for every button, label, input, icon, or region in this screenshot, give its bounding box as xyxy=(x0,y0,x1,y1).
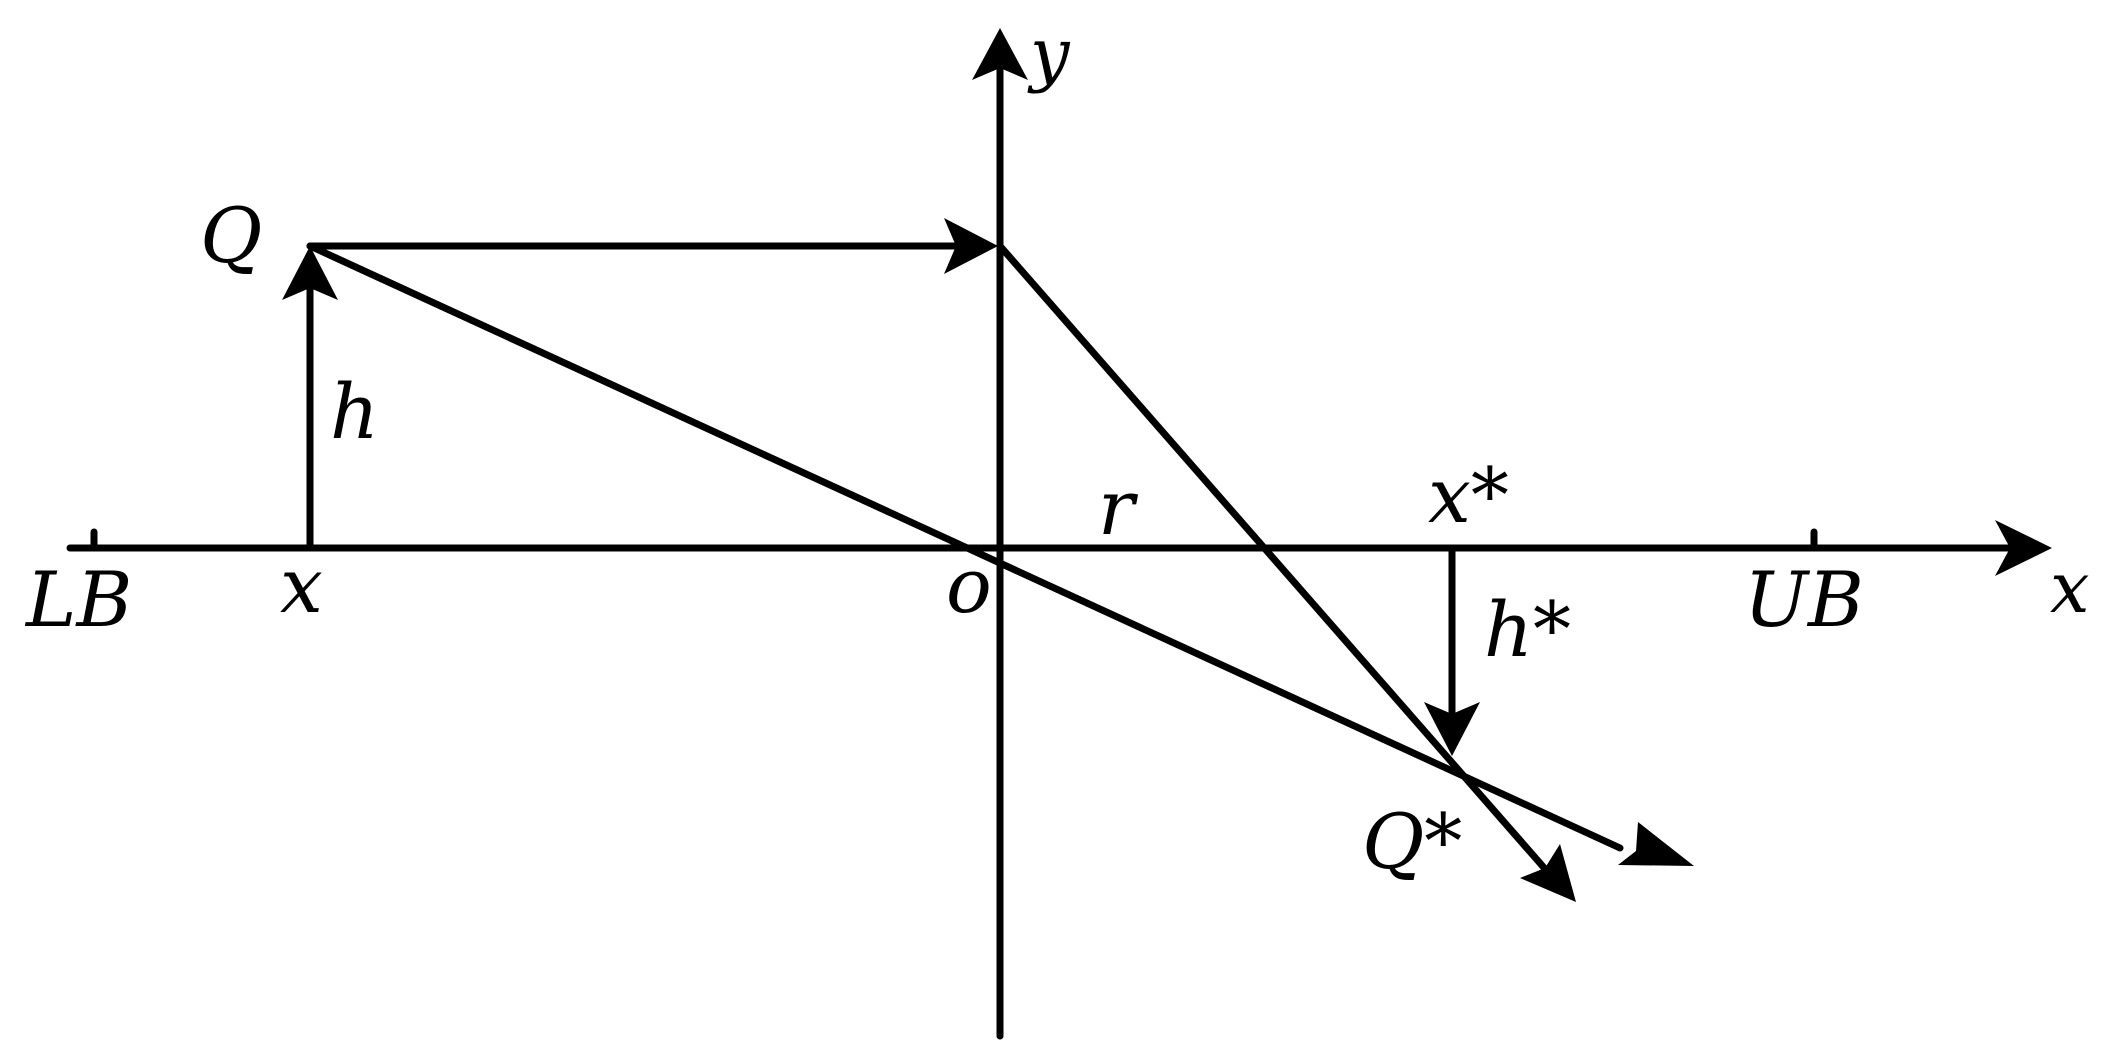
q-to-y-axis-arrow xyxy=(306,218,998,274)
lb-label: LB xyxy=(24,555,132,644)
q-point-label: Q xyxy=(200,191,262,280)
h-star-vector xyxy=(1424,544,1480,756)
h-label: h xyxy=(330,367,379,456)
reflection-line xyxy=(996,242,1576,902)
q-star-label: Q* xyxy=(1362,797,1462,886)
x-star-label: x* xyxy=(1428,451,1509,540)
q-through-origin-line xyxy=(306,242,1694,866)
y-axis-label: y xyxy=(1027,13,1071,95)
h-star-label: h* xyxy=(1484,585,1571,674)
y-axis xyxy=(972,28,1028,1040)
h-vector xyxy=(282,246,338,552)
origin-label: o xyxy=(946,541,992,630)
ub-label: UB xyxy=(1744,555,1864,644)
x-position-label: x xyxy=(280,541,323,630)
x-axis-label: x xyxy=(2050,547,2089,629)
x-axis xyxy=(66,520,2052,576)
r-label: r xyxy=(1098,463,1139,552)
